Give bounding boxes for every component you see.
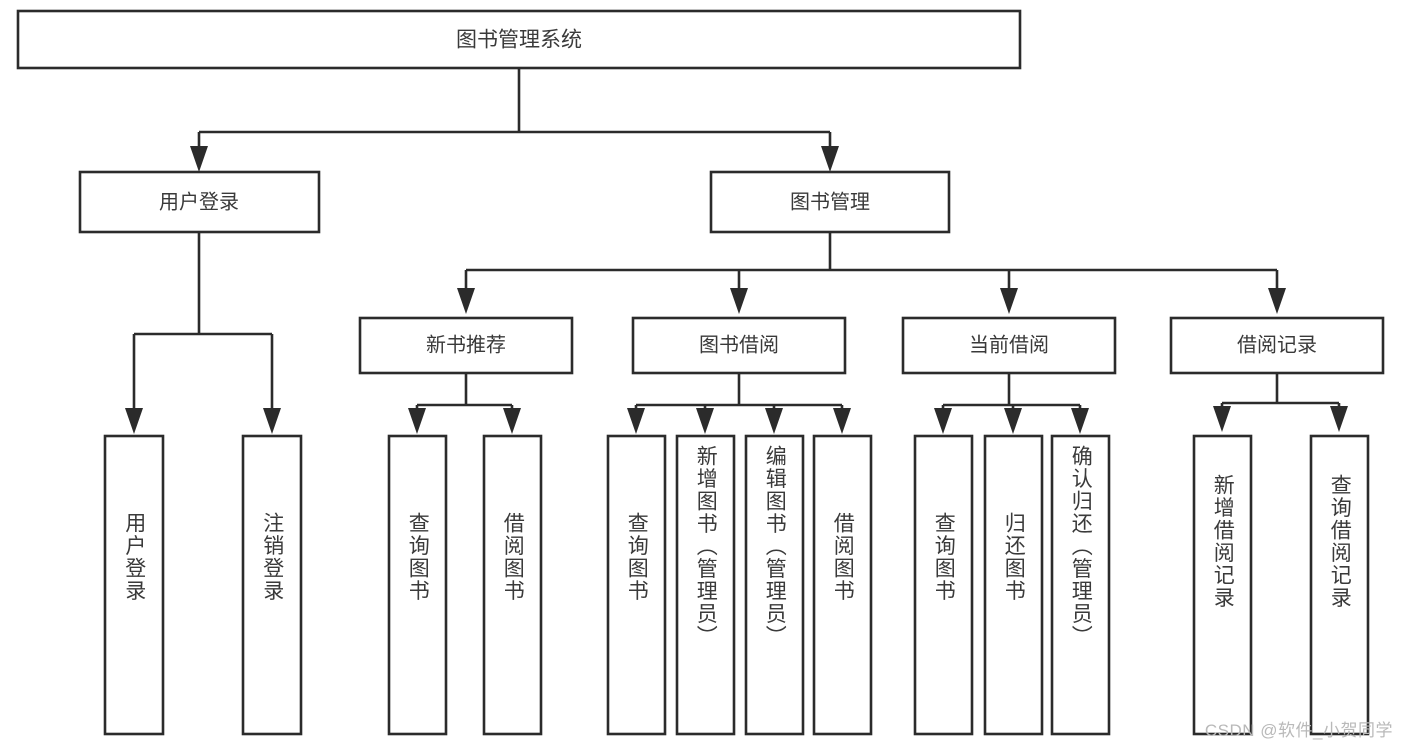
node-current-borrow-label: 当前借阅 bbox=[969, 333, 1049, 356]
arrow-book-borrow-leaf-4 bbox=[833, 408, 851, 434]
arrow-root-to-book-mgmt bbox=[821, 146, 839, 172]
arrow-book-borrow-leaf-1 bbox=[627, 408, 645, 434]
leaf-box-book-borrow-2[interactable] bbox=[675, 434, 736, 736]
node-borrow-record-box[interactable] bbox=[1169, 316, 1385, 375]
node-book-mgmt-box[interactable] bbox=[709, 170, 951, 234]
arrow-user-login-leaf-2 bbox=[263, 408, 281, 434]
arrow-book-mgmt-child-1 bbox=[457, 288, 475, 314]
node-user-login[interactable]: 用户登录 bbox=[78, 170, 321, 234]
node-user-login-box[interactable] bbox=[78, 170, 321, 234]
node-new-book-recommend[interactable]: 新书推荐 bbox=[358, 316, 574, 375]
arrow-new-book-leaf-2 bbox=[503, 408, 521, 434]
leaf-box-borrow-record-2[interactable] bbox=[1309, 434, 1370, 736]
node-new-book-recommend-label: 新书推荐 bbox=[426, 333, 506, 356]
node-user-login-label: 用户登录 bbox=[159, 190, 239, 213]
arrow-book-mgmt-child-3 bbox=[1000, 288, 1018, 314]
arrow-current-borrow-leaf-3 bbox=[1071, 408, 1089, 434]
node-new-book-recommend-box[interactable] bbox=[358, 316, 574, 375]
leaf-box-user-login-1[interactable] bbox=[103, 434, 165, 736]
arrow-book-borrow-leaf-2 bbox=[696, 408, 714, 434]
arrow-new-book-leaf-1 bbox=[408, 408, 426, 434]
leaf-box-book-borrow-1[interactable] bbox=[606, 434, 667, 736]
leaf-box-new-book-2[interactable] bbox=[482, 434, 543, 736]
leaf-box-borrow-record-1[interactable] bbox=[1192, 434, 1253, 736]
leaf-box-layer bbox=[103, 434, 1370, 736]
arrow-user-login-leaf-1 bbox=[125, 408, 143, 434]
node-book-borrow-box[interactable] bbox=[631, 316, 847, 375]
leaf-box-book-borrow-3[interactable] bbox=[744, 434, 805, 736]
node-book-mgmt[interactable]: 图书管理 bbox=[709, 170, 951, 234]
arrow-borrow-record-leaf-1 bbox=[1213, 406, 1231, 432]
leaf-box-user-login-2[interactable] bbox=[241, 434, 303, 736]
node-root[interactable]: 图书管理系统 bbox=[16, 9, 1022, 70]
node-root-box[interactable] bbox=[16, 9, 1022, 70]
leaf-box-current-borrow-1[interactable] bbox=[913, 434, 974, 736]
leaf-box-new-book-1[interactable] bbox=[387, 434, 448, 736]
watermark-text: CSDN @软件_小贺同学 bbox=[1204, 721, 1393, 740]
node-book-mgmt-label: 图书管理 bbox=[790, 190, 870, 213]
arrow-book-borrow-leaf-3 bbox=[765, 408, 783, 434]
node-current-borrow[interactable]: 当前借阅 bbox=[901, 316, 1117, 375]
arrow-borrow-record-leaf-2 bbox=[1330, 406, 1348, 432]
node-borrow-record[interactable]: 借阅记录 bbox=[1169, 316, 1385, 375]
connector-layer bbox=[125, 68, 1348, 434]
node-root-label: 图书管理系统 bbox=[456, 29, 582, 52]
arrow-book-mgmt-child-4 bbox=[1268, 288, 1286, 314]
node-book-borrow[interactable]: 图书借阅 bbox=[631, 316, 847, 375]
arrow-root-to-user-login bbox=[190, 146, 208, 172]
node-book-borrow-label: 图书借阅 bbox=[699, 333, 779, 356]
leaf-box-book-borrow-4[interactable] bbox=[812, 434, 873, 736]
arrow-book-mgmt-child-2 bbox=[730, 288, 748, 314]
arrow-current-borrow-leaf-2 bbox=[1004, 408, 1022, 434]
node-current-borrow-box[interactable] bbox=[901, 316, 1117, 375]
leaf-box-current-borrow-2[interactable] bbox=[983, 434, 1044, 736]
arrow-current-borrow-leaf-1 bbox=[934, 408, 952, 434]
leaf-box-current-borrow-3[interactable] bbox=[1050, 434, 1111, 736]
node-borrow-record-label: 借阅记录 bbox=[1237, 333, 1317, 356]
